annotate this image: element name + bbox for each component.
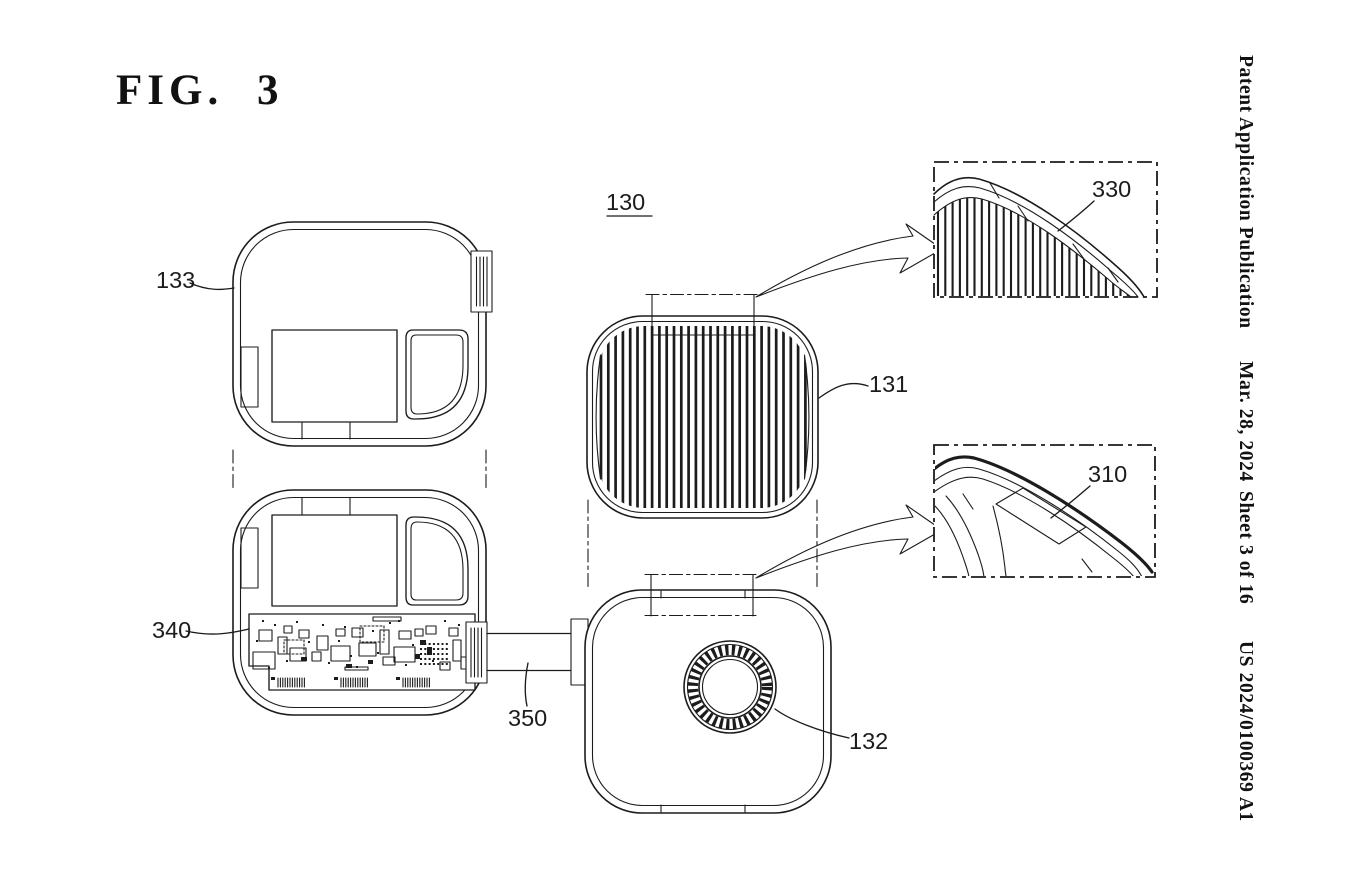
case-inner-view-top: [232, 221, 493, 447]
callout-region-knob: [644, 573, 760, 617]
header-publication: Patent Application Publication: [1235, 55, 1256, 329]
board-serial-marks: [277, 677, 430, 688]
case-inner-view-bottom: [232, 489, 488, 716]
magnifier-arrow-grille: [755, 223, 943, 298]
rotary-knob: [683, 640, 777, 734]
header-date: Mar. 28, 2024: [1235, 361, 1256, 482]
knob-face-view: [570, 589, 832, 814]
ref-330: 330: [1092, 176, 1131, 202]
flex-cable: [486, 632, 574, 672]
ref-133: 133: [156, 267, 195, 293]
battery-compartment: [271, 329, 398, 423]
magnifier-arrow-knob: [755, 504, 943, 579]
detail-view-grille-edge: [933, 161, 1158, 298]
ref-130: 130: [606, 189, 645, 215]
grille-slats: [599, 326, 807, 508]
hinge-vent-icon: [470, 250, 493, 313]
projection-lines: [232, 449, 818, 590]
ref-340: 340: [152, 617, 191, 643]
leader-lines: [185, 200, 1095, 739]
header-doc-number: US 2024/0100369 A1: [1235, 641, 1256, 822]
sensor-window: [995, 487, 1087, 545]
figure-label: FIG. 3: [116, 67, 284, 114]
board-connector-icon: [465, 621, 488, 684]
ref-350: 350: [508, 705, 547, 731]
callout-region-grille: [645, 293, 761, 336]
ref-132: 132: [849, 728, 888, 754]
battery-compartment-2: [271, 514, 398, 607]
speaker-grille-view: [586, 315, 819, 519]
header-sheet: Sheet 3 of 16: [1235, 491, 1256, 605]
circuit-board: [248, 613, 476, 691]
detail-view-knob-edge: [933, 444, 1156, 578]
ref-310: 310: [1088, 461, 1127, 487]
ref-131: 131: [869, 371, 908, 397]
